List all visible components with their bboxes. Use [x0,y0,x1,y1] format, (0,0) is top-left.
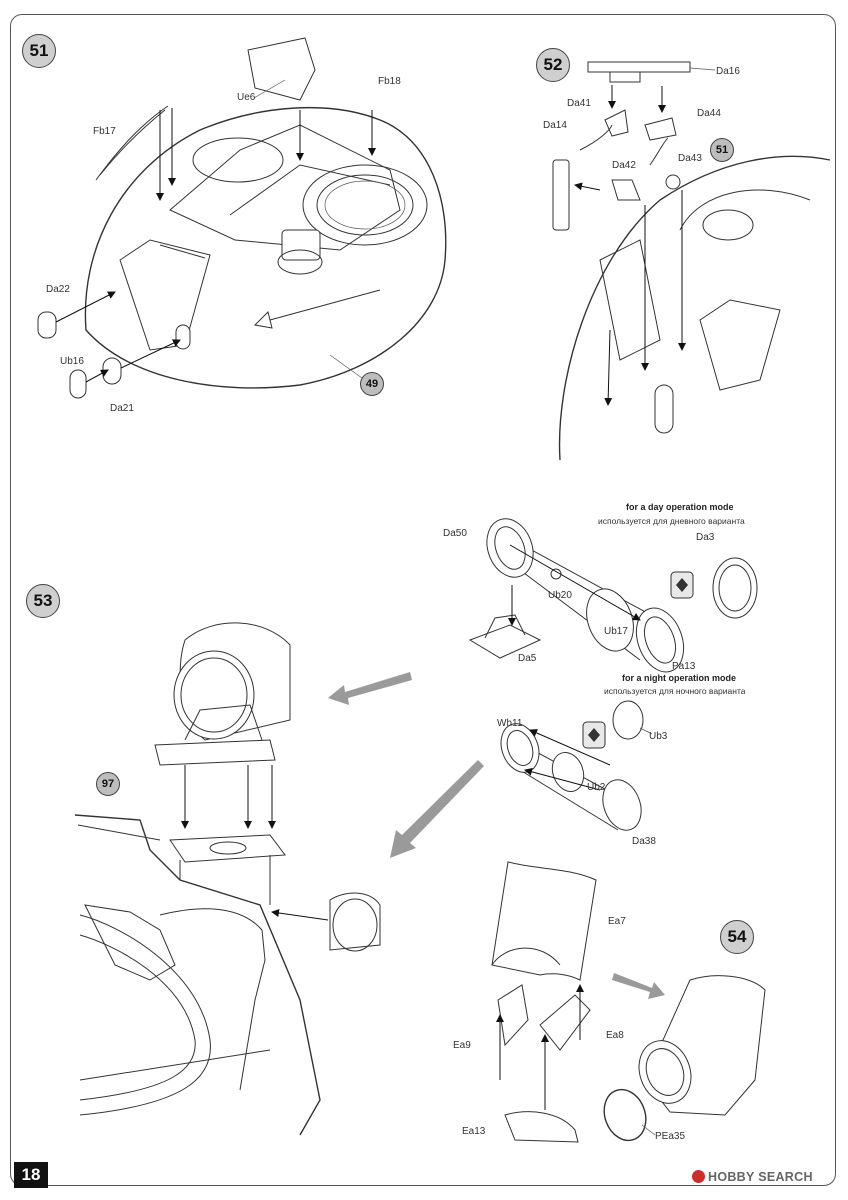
part-label-da38: Da38 [632,836,656,847]
step52-drawing [552,61,831,461]
part-label-ub3: Ub3 [649,731,668,742]
step54-drawing [491,861,766,1143]
watermark-text: HOBBY SEARCH [708,1170,813,1184]
part-label-da5: Da5 [518,653,537,664]
part-label-ea7: Ea7 [608,916,626,927]
part-label-da41: Da41 [567,98,591,109]
part-label-da42: Da42 [612,160,636,171]
part-label-da3: Da3 [696,532,715,543]
part-label-ub16: Ub16 [60,356,84,367]
note-night-en: for a night operation mode [622,673,736,683]
part-label-ea8: Ea8 [606,1030,624,1041]
sight-assembly-drawing [468,518,758,831]
step-51-badge: 51 [22,34,56,68]
part-label-da44: Da44 [697,108,721,119]
step-54-badge: 54 [720,920,754,954]
part-label-fb17: Fb17 [93,126,116,137]
part-label-da21: Da21 [110,403,134,414]
part-label-ea13: Ea13 [462,1126,486,1137]
part-label-ub2: Ub2 [587,782,606,793]
page-number: 18 [14,1162,48,1188]
part-label-da50: Da50 [443,528,467,539]
part-label-pea35: PEa35 [655,1131,686,1142]
part-label-ea9: Ea9 [453,1040,471,1051]
note-day-ru: используется для дневного варианта [598,516,745,526]
part-label-pa13: Pa13 [672,661,696,672]
direction-arrow-right [612,973,665,999]
direction-arrow-left [328,672,412,705]
ref-49-badge: 49 [360,372,384,396]
page-frame [10,14,836,1186]
part-label-ub17: Ub17 [604,626,628,637]
step-52-badge: 52 [536,48,570,82]
part-label-da16: Da16 [716,66,740,77]
step53-drawing [74,622,381,1136]
step51-turret-drawing [37,37,447,399]
step-53-badge: 53 [26,584,60,618]
watermark-icon [692,1170,705,1183]
ref-51-badge: 51 [710,138,734,162]
part-label-ub20: Ub20 [548,590,572,601]
note-night-ru: используется для ночного варианта [604,686,746,696]
direction-arrow-down-left [390,760,484,858]
watermark-logo: HOBBY SEARCH [692,1170,813,1184]
part-label-da43: Da43 [678,153,702,164]
part-label-fb18: Fb18 [378,76,401,87]
note-day-en: for a day operation mode [626,502,734,512]
ref-97-badge: 97 [96,772,120,796]
part-label-da14: Da14 [543,120,567,131]
part-label-ue6: Ue6 [237,92,256,103]
part-label-wh11: Wh11 [497,718,523,729]
part-label-da22: Da22 [46,284,70,295]
